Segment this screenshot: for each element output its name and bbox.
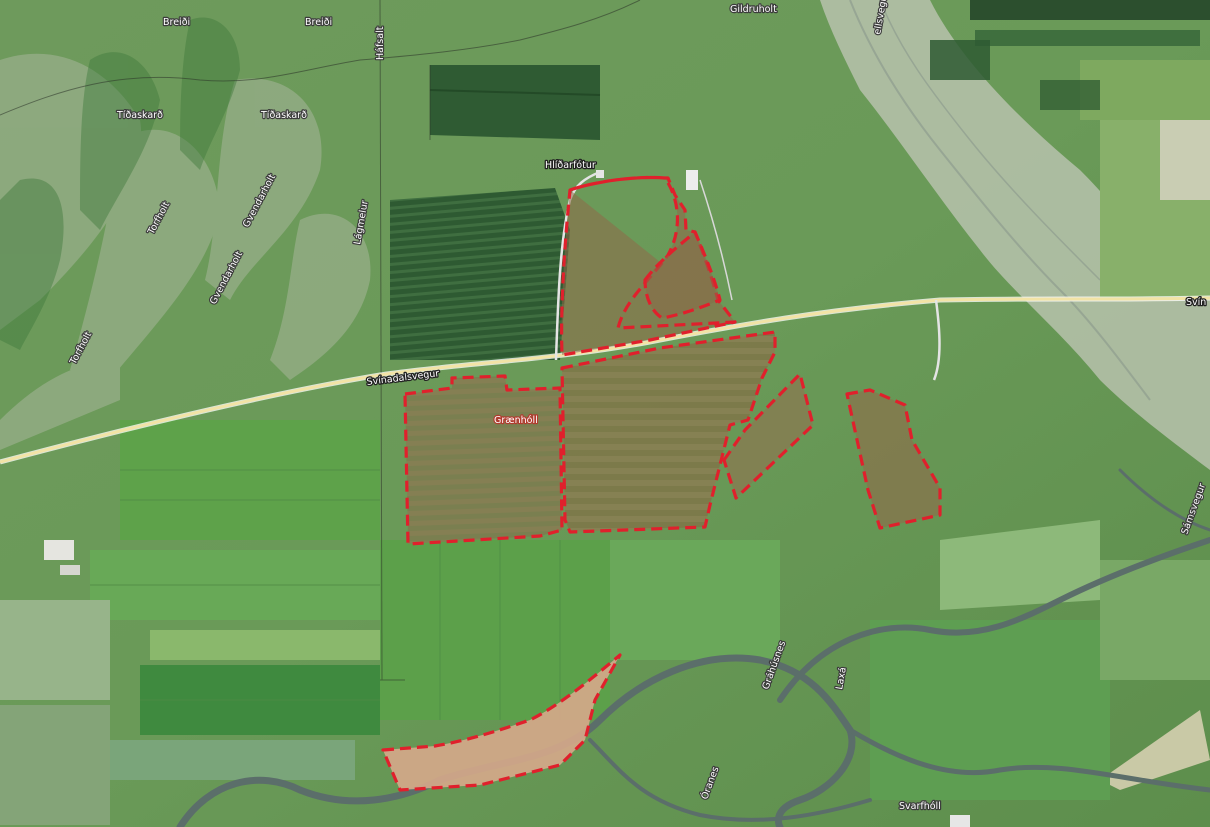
label-gildruholt: Gildruholt [730, 4, 777, 15]
label-laxa: Laxá [834, 666, 849, 690]
river-plain [820, 0, 1210, 470]
label-breidi-2: Breiði [305, 17, 332, 28]
label-svin: Svín [1186, 297, 1206, 308]
label-breidi-1: Breiði [163, 17, 190, 28]
moorland-bands [0, 53, 371, 450]
label-tidaskard-1: Tíðaskarð [116, 110, 163, 121]
forest-topright [930, 0, 1210, 110]
river-laxa [176, 468, 1210, 827]
parcel-f[interactable] [845, 388, 942, 530]
fields-lowerleft [0, 420, 780, 825]
parcel-e[interactable] [722, 372, 815, 500]
label-hafsalt: Háfsalt [375, 26, 386, 60]
forest-plantation [390, 65, 601, 360]
label-tidaskard-2: Tíðaskarð [260, 110, 307, 121]
label-hlidarfotur: Hlíðarfótur [545, 160, 596, 171]
moorland-dark [0, 17, 240, 350]
parcel-b[interactable] [643, 230, 722, 320]
fields-right [1080, 60, 1210, 790]
parcel-g[interactable] [381, 653, 622, 792]
farm-buildings [44, 170, 970, 827]
label-graenholl: Grænhóll [494, 415, 538, 426]
parcel-c[interactable] [403, 374, 564, 546]
parcel-d[interactable] [560, 330, 777, 534]
boundary-lines [0, 0, 641, 681]
label-svarfholl: Svarfhóll [899, 801, 941, 812]
